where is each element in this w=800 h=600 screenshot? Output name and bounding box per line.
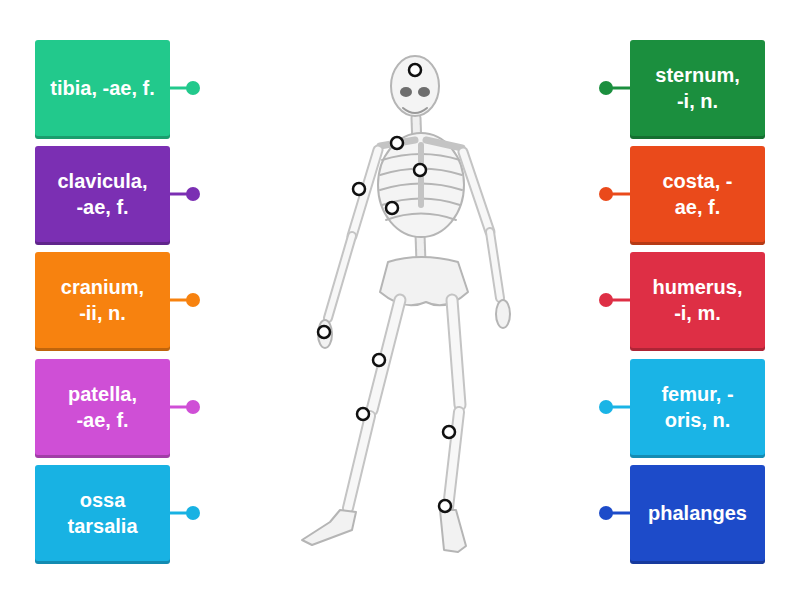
- leg-bone: [372, 300, 400, 410]
- target-marker: [373, 354, 385, 366]
- stub-dot: [186, 81, 200, 95]
- stub-dot: [186, 400, 200, 414]
- stub-dot: [599, 81, 613, 95]
- answer-box: patella, -ae, f.: [35, 359, 170, 455]
- box-label: costa, -ae, f.: [645, 168, 750, 220]
- stub-dot: [599, 187, 613, 201]
- leg-bone: [452, 300, 460, 405]
- answer-box: phalanges: [630, 465, 765, 561]
- arm-bone: [490, 232, 500, 298]
- target-marker: [386, 202, 398, 214]
- skeleton: [302, 56, 510, 552]
- stub-dot: [599, 293, 613, 307]
- target-marker: [318, 326, 330, 338]
- box-label: clavicula, -ae, f.: [50, 168, 155, 220]
- stub-dot: [186, 506, 200, 520]
- answer-box: humerus, -i, m.: [630, 252, 765, 348]
- answer-box: sternum, -i, n.: [630, 40, 765, 136]
- answer-box: costa, -ae, f.: [630, 146, 765, 242]
- leg-bone: [348, 416, 370, 508]
- box-label: cranium, -ii, n.: [50, 274, 155, 326]
- target-marker: [353, 183, 365, 195]
- target-marker: [391, 137, 403, 149]
- box-label: patella, -ae, f.: [50, 381, 155, 433]
- clavicle-bone: [426, 140, 462, 148]
- foot: [440, 510, 466, 552]
- stub-dot: [599, 400, 613, 414]
- skull: [391, 56, 439, 116]
- answer-box: femur, -oris, n.: [630, 359, 765, 455]
- eye-socket: [418, 87, 430, 97]
- leg-bone: [348, 416, 370, 508]
- leg-bone: [452, 300, 460, 405]
- answer-box: ossa tarsalia: [35, 465, 170, 561]
- box-label: tibia, -ae, f.: [50, 75, 154, 101]
- target-marker: [357, 408, 369, 420]
- stub-dot: [186, 187, 200, 201]
- marker-group: [318, 64, 455, 512]
- box-label: sternum, -i, n.: [645, 62, 750, 114]
- answer-box: clavicula, -ae, f.: [35, 146, 170, 242]
- leg-bone: [372, 300, 400, 410]
- rib-cage: [378, 133, 464, 237]
- arm-bone: [463, 152, 490, 232]
- arm-bone: [490, 232, 500, 298]
- box-label: humerus, -i, m.: [645, 274, 750, 326]
- box-label: ossa tarsalia: [50, 487, 155, 539]
- arm-bone: [463, 152, 490, 232]
- box-label: phalanges: [648, 500, 747, 526]
- arm-bone: [352, 150, 378, 236]
- answer-box: cranium, -ii, n.: [35, 252, 170, 348]
- arm-bone: [352, 150, 378, 236]
- arm-bone: [328, 236, 352, 318]
- hand: [496, 300, 510, 328]
- hand: [318, 320, 332, 348]
- box-label: femur, -oris, n.: [645, 381, 750, 433]
- arm-bone: [328, 236, 352, 318]
- stub-dot: [186, 293, 200, 307]
- answer-box: tibia, -ae, f.: [35, 40, 170, 136]
- jaw: [403, 108, 427, 113]
- target-marker: [439, 500, 451, 512]
- stub-dot: [599, 506, 613, 520]
- foot: [302, 510, 356, 545]
- target-marker: [414, 164, 426, 176]
- stub-group: [170, 81, 630, 520]
- eye-socket: [400, 87, 412, 97]
- target-marker: [443, 426, 455, 438]
- target-marker: [409, 64, 421, 76]
